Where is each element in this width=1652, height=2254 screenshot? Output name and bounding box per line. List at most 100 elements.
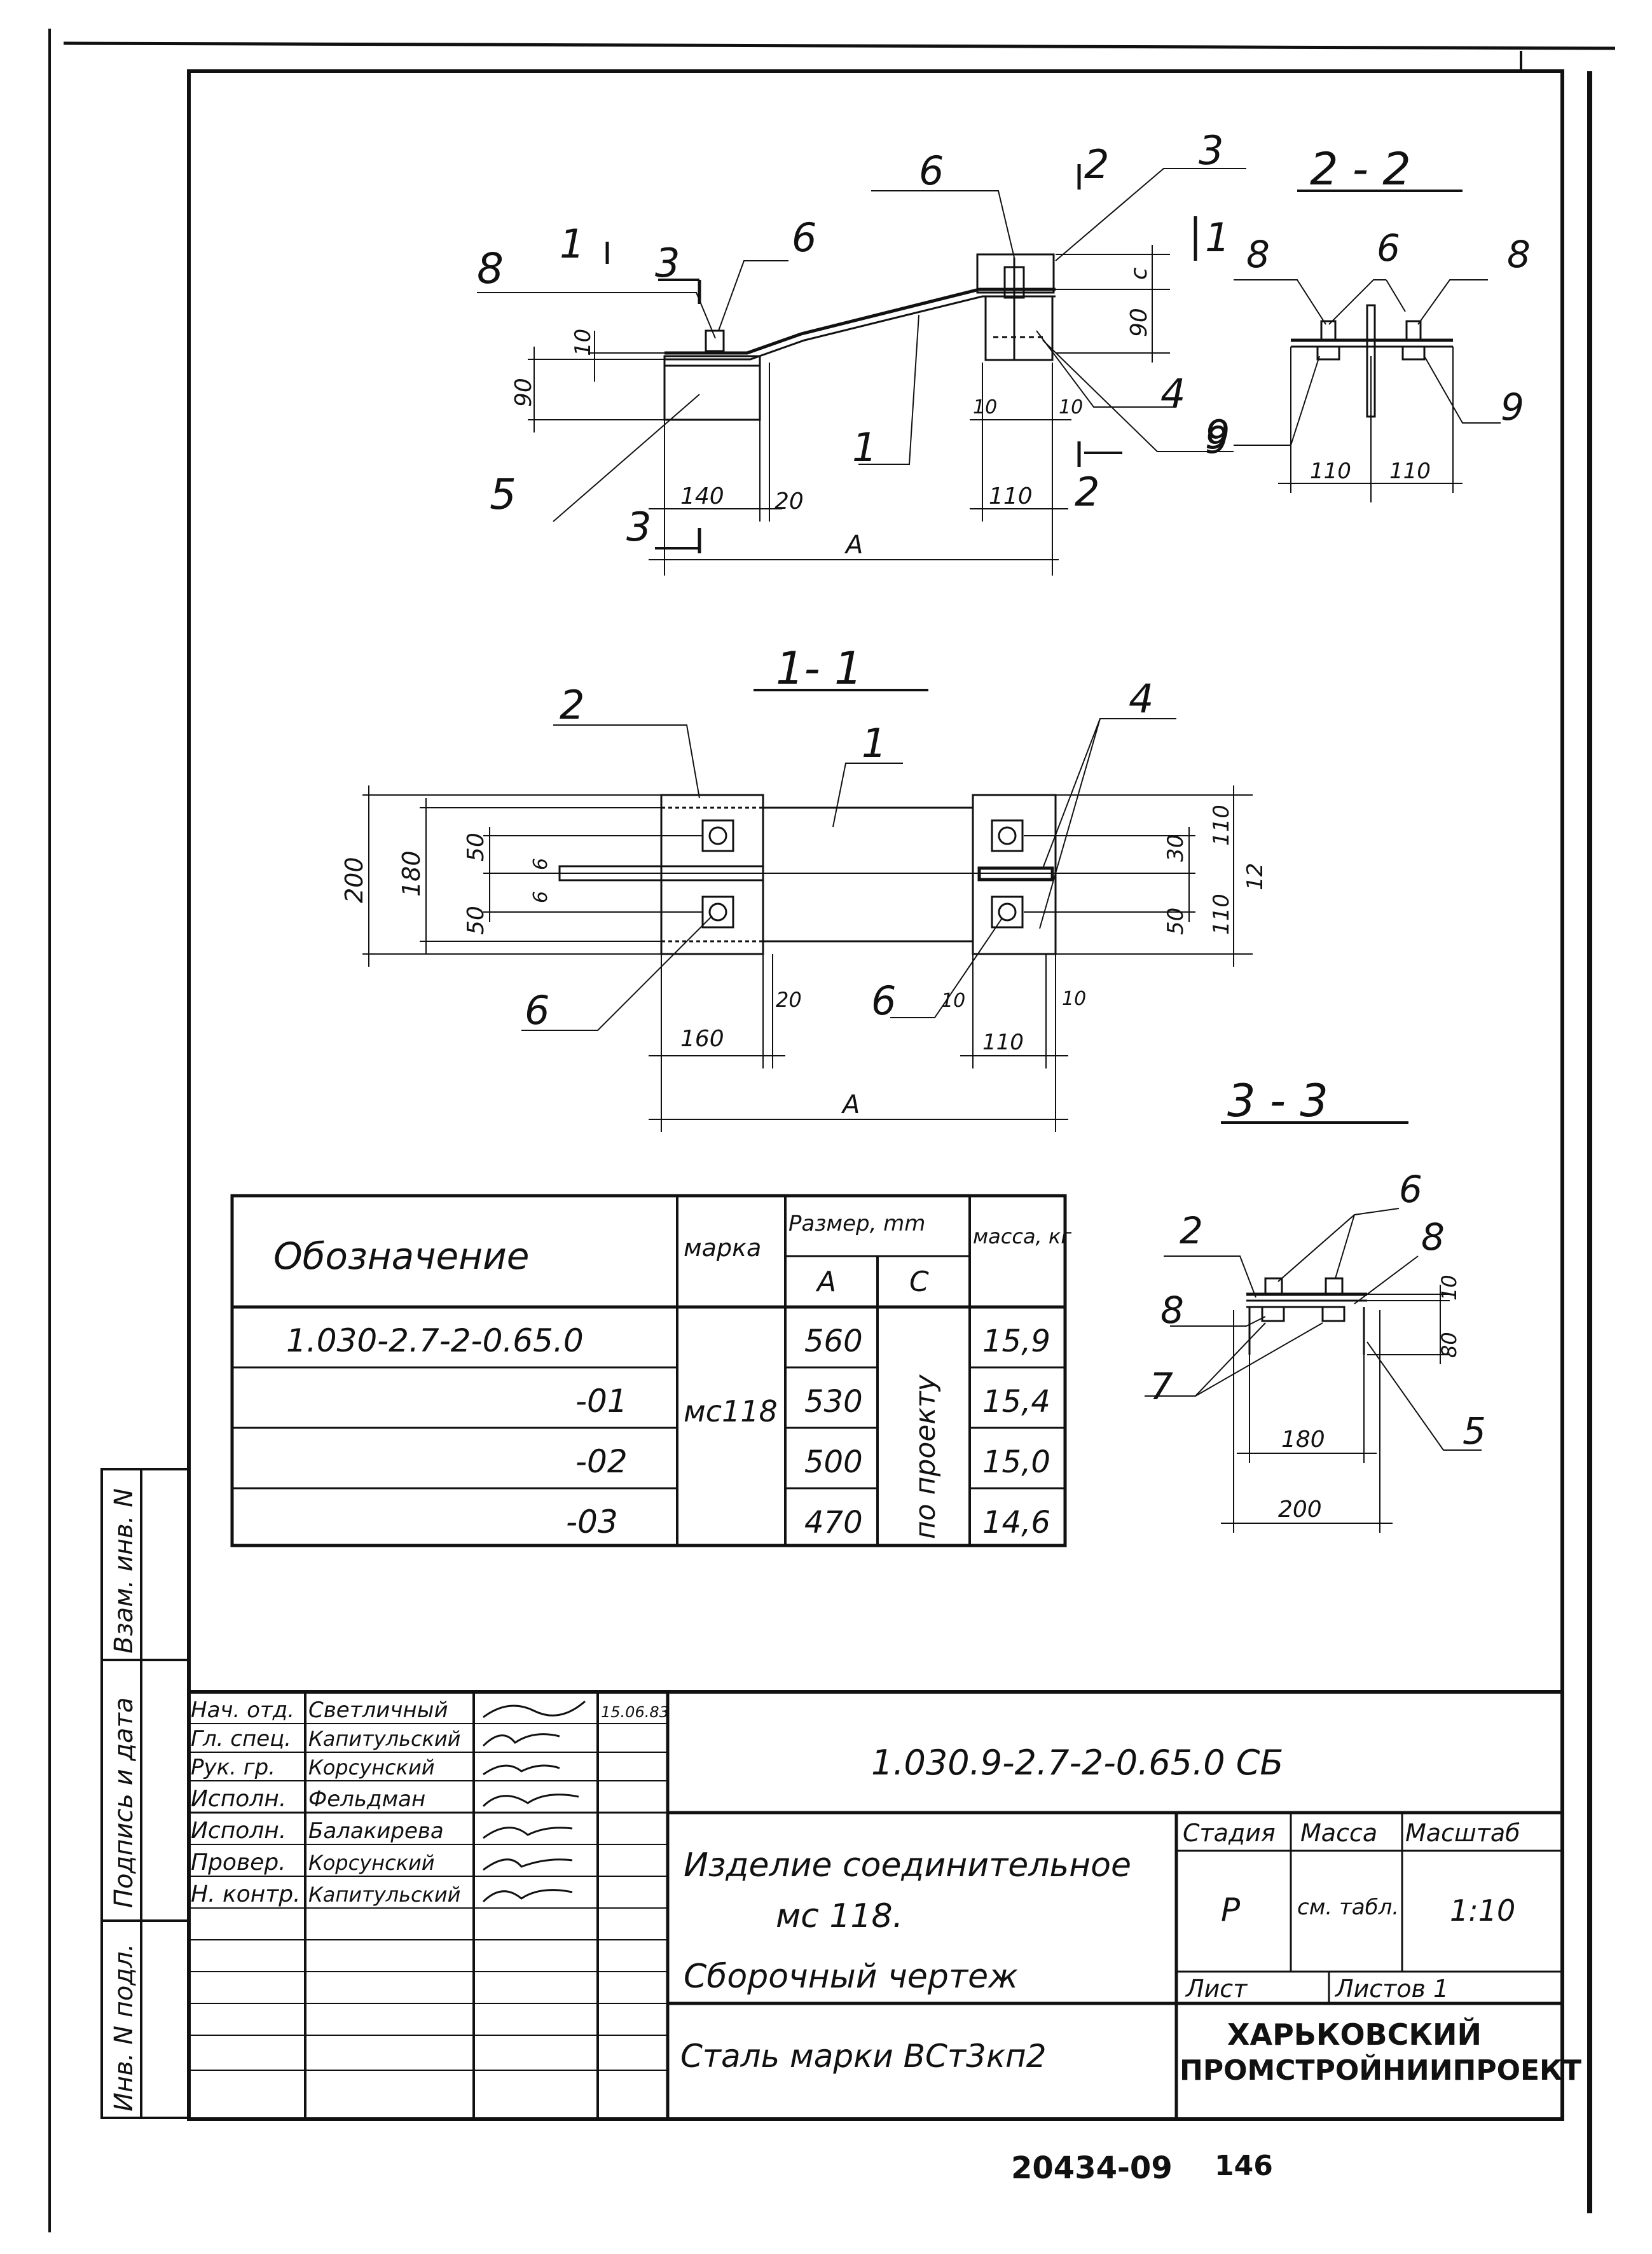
dim-50-top: 50 bbox=[463, 833, 489, 862]
org-line2: ПРОМСТРОЙНИИПРОЕКТ bbox=[1180, 2053, 1581, 2087]
product-name-line1: Изделие соединительное bbox=[684, 1846, 1131, 1884]
right-bracket bbox=[976, 253, 1055, 294]
callout-4: 4 bbox=[1129, 675, 1153, 722]
signer-6-name: Капитульский bbox=[308, 1883, 460, 1907]
signer-0-name: Светличный bbox=[308, 1697, 448, 1723]
page-number: 146 bbox=[1215, 2150, 1273, 2182]
top-view-labels: 8 1 3 6 6 2 3 1 4 9 1 5 3 2 10 90 140 20… bbox=[477, 127, 1230, 560]
dim-200: 200 bbox=[340, 857, 368, 903]
dim-20: 20 bbox=[774, 488, 804, 515]
row-3-designation: -03 bbox=[566, 1504, 618, 1540]
dim-20: 20 bbox=[776, 988, 802, 1012]
header-mass: масса, кг bbox=[973, 1224, 1071, 1248]
sheet-label: Лист bbox=[1185, 1975, 1248, 2003]
section-1-1 bbox=[362, 689, 1253, 1132]
dim-160: 160 bbox=[680, 1026, 724, 1052]
dim-c: c bbox=[1126, 267, 1152, 280]
callout-8-left: 8 bbox=[1246, 233, 1270, 276]
row-2-a: 500 bbox=[804, 1444, 863, 1480]
header-stage: Стадия bbox=[1183, 1819, 1276, 1847]
section-2-2 bbox=[1234, 190, 1501, 502]
header-scale: Масштаб bbox=[1405, 1819, 1520, 1847]
section-2-2-title: 2 - 2 bbox=[1310, 143, 1411, 195]
row-0-a: 560 bbox=[804, 1324, 863, 1359]
dim-110: 110 bbox=[982, 1030, 1024, 1055]
section-mark-1b: 1 bbox=[1205, 214, 1230, 261]
organization-name: ХАРЬКОВСКИЙ ПРОМСТРОЙНИИПРОЕКТ bbox=[1180, 2017, 1581, 2087]
dim-50-right: 50 bbox=[1163, 908, 1188, 935]
dim-10-b: 10 bbox=[1062, 988, 1086, 1010]
org-line1: ХАРЬКОВСКИЙ bbox=[1227, 2017, 1482, 2052]
callout-6-right: 6 bbox=[919, 148, 944, 194]
spec-table-text: Обозначение марка Размер, mm А С масса, … bbox=[273, 1211, 1071, 1540]
dim-10: 10 bbox=[1437, 1275, 1461, 1301]
dim-50-bottom: 50 bbox=[463, 906, 489, 935]
callout-5: 5 bbox=[1463, 1409, 1486, 1453]
section-mark-2: 2 bbox=[1084, 141, 1109, 188]
label-inv-orig: Инв. N подл. bbox=[109, 1944, 139, 2112]
header-a: А bbox=[815, 1266, 836, 1298]
dim-6-bottom: 6 bbox=[530, 891, 552, 903]
dim-10: 10 bbox=[570, 329, 596, 356]
row-3-mass: 14,6 bbox=[982, 1505, 1050, 1540]
section-2-2-labels: 2 - 2 8 6 8 9 9 110 110 bbox=[1205, 143, 1531, 484]
product-name-line3: Сборочный чертеж bbox=[684, 1958, 1018, 1996]
dim-10-c: 10 bbox=[1059, 396, 1083, 418]
strip-plan bbox=[762, 806, 974, 943]
dim-110: 110 bbox=[989, 483, 1033, 509]
dim-90: 90 bbox=[511, 378, 537, 407]
row-1-a: 530 bbox=[804, 1384, 863, 1420]
callout-1: 1 bbox=[862, 720, 886, 766]
callout-9: 9 bbox=[1205, 411, 1230, 458]
label-sign-date: Подпись и дата bbox=[109, 1697, 139, 1908]
footer: 20434-09 146 bbox=[1011, 2150, 1273, 2186]
callout-6: 6 bbox=[1399, 1168, 1422, 1211]
signer-6-role: Н. контр. bbox=[191, 1881, 301, 1907]
spec-table bbox=[230, 1194, 1067, 1547]
scale-value: 1:10 bbox=[1450, 1893, 1515, 1928]
title-block-text: Нач. отд. Светличный 15.06.83 Гл. спец. … bbox=[191, 1697, 1520, 2075]
callout-6-left: 6 bbox=[792, 214, 816, 261]
signer-4-name: Балакирева bbox=[308, 1818, 444, 1844]
dim-a: А bbox=[841, 1090, 860, 1119]
right-bracket-plan bbox=[972, 794, 1057, 955]
header-mass: Масса bbox=[1300, 1819, 1377, 1847]
row-2-mass: 15,0 bbox=[982, 1444, 1050, 1480]
signer-3-name: Фельдман bbox=[308, 1787, 425, 1812]
stage-value: Р bbox=[1221, 1891, 1241, 1928]
callout-6-left: 6 bbox=[525, 987, 549, 1034]
section-3-3 bbox=[1145, 1121, 1482, 1533]
callout-8-left: 8 bbox=[1160, 1289, 1184, 1332]
callout-2: 2 bbox=[1180, 1209, 1203, 1252]
dim-10-b: 10 bbox=[973, 396, 997, 418]
mass-value: см. табл. bbox=[1297, 1895, 1399, 1920]
mark-value: мс118 bbox=[684, 1394, 778, 1428]
archive-number: 20434-09 bbox=[1011, 2150, 1173, 2186]
signer-1-role: Гл. спец. bbox=[191, 1726, 291, 1752]
dim-110-top: 110 bbox=[1209, 805, 1234, 846]
label-replace-inv: Взам. инв. N bbox=[109, 1488, 139, 1654]
title-block bbox=[189, 1690, 1562, 2118]
callout-1: 1 bbox=[852, 424, 877, 471]
side-margin-text: Взам. инв. N Подпись и дата Инв. N подл. bbox=[109, 1488, 139, 2112]
dim-30: 30 bbox=[1163, 834, 1188, 862]
callout-5: 5 bbox=[490, 470, 516, 519]
row-0-mass: 15,9 bbox=[982, 1324, 1050, 1359]
callout-9-left: 9 bbox=[1205, 418, 1229, 462]
signer-3-role: Исполн. bbox=[191, 1786, 286, 1812]
side-margin-stamp bbox=[100, 1468, 190, 2119]
c-value: по проекту bbox=[909, 1374, 942, 1539]
header-mark: марка bbox=[684, 1234, 761, 1262]
sheets-label: Листов 1 bbox=[1334, 1975, 1449, 2003]
callout-8-right: 8 bbox=[1507, 233, 1531, 276]
dim-12: 12 bbox=[1242, 863, 1268, 890]
callout-3: 3 bbox=[1199, 127, 1223, 174]
callout-2: 2 bbox=[560, 682, 584, 728]
signer-0-role: Нач. отд. bbox=[191, 1697, 294, 1723]
callout-8-top: 8 bbox=[1421, 1215, 1445, 1259]
section-mark-1: 1 bbox=[560, 221, 584, 267]
dim-80: 80 bbox=[1437, 1332, 1461, 1358]
callout-8: 8 bbox=[477, 244, 504, 293]
dim-10-a: 10 bbox=[941, 990, 965, 1012]
